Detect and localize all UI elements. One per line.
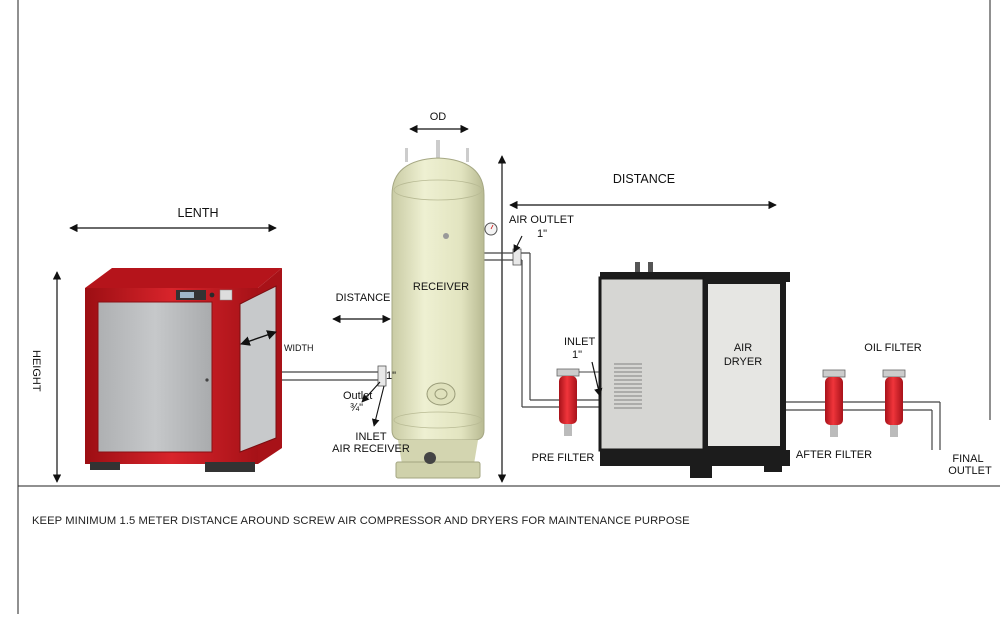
final-outlet-label-line2: OUTLET	[948, 465, 992, 477]
dryer-inlet-label: INLET	[564, 336, 596, 348]
after-filter-label: AFTER FILTER	[795, 449, 873, 461]
after-filter	[822, 369, 846, 437]
distance-right-label: DISTANCE	[612, 172, 676, 186]
receiver-inlet-fitting	[377, 365, 387, 387]
air-receiver-tank	[391, 140, 498, 479]
od-label: OD	[429, 111, 447, 123]
inlet-air-receiver-label-line1: INLET	[355, 431, 387, 443]
pre-filter	[556, 368, 600, 436]
height-label: HEIGHT	[30, 350, 42, 392]
air-outlet-size-label: 1"	[537, 228, 548, 240]
dryer-inlet-size-label: 1"	[572, 349, 583, 361]
leader-arrows	[361, 235, 523, 427]
final-outlet-label-line1: FINAL	[952, 453, 984, 465]
air-outlet-label: AIR OUTLET	[509, 214, 574, 226]
oil-filter-label: OIL FILTER	[864, 342, 922, 354]
receiver-inlet-size-label: 1"	[386, 370, 397, 382]
outlet-size-label: ¾"	[350, 402, 364, 414]
screw-air-compressor	[85, 268, 282, 472]
distance-left-label: DISTANCE	[335, 292, 391, 304]
frame-lines	[17, 0, 1000, 614]
outlet-label: Outlet	[343, 390, 373, 402]
refrigerated-air-dryer	[591, 262, 790, 478]
length-label: LENTH	[177, 206, 219, 220]
piping	[282, 252, 941, 450]
pre-filter-label: PRE FILTER	[531, 452, 595, 464]
air-dryer-label-line1: AIR	[733, 342, 753, 354]
maintenance-note: KEEP MINIMUM 1.5 METER DISTANCE AROUND S…	[32, 515, 690, 527]
oil-filter	[882, 369, 906, 437]
dimension-arrows	[52, 124, 777, 483]
receiver-label: RECEIVER	[412, 281, 470, 293]
width-label: WIDTH	[284, 343, 314, 353]
air-dryer-label-line2: DRYER	[723, 356, 763, 368]
inlet-air-receiver-label-line2: AIR RECEIVER	[332, 443, 410, 455]
